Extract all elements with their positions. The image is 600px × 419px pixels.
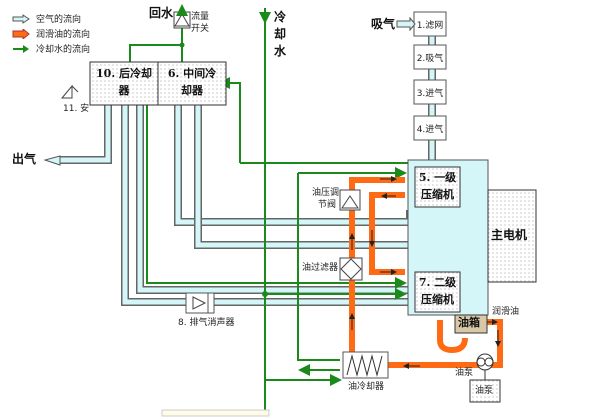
safety-valve-label: 11. 安 xyxy=(63,104,90,114)
water-flow-arrow-icon xyxy=(13,44,29,53)
oil-tank-label: 油箱 xyxy=(458,316,480,329)
oil-tank-box xyxy=(454,314,488,334)
after-cooler-label-1: 10. 后冷却 xyxy=(96,67,152,80)
oil-pump-box-label: 油泵 xyxy=(475,386,494,396)
after-cooler-label-2: 器 xyxy=(118,84,130,97)
intake-arrow-icon xyxy=(396,16,416,32)
legend-label: 润滑油的流向 xyxy=(36,30,91,40)
outlet-arrow-icon xyxy=(43,155,61,166)
cooling-water-label-3: 水 xyxy=(274,44,287,58)
oil-pressure-valve-icon xyxy=(339,189,361,211)
oil-pump-motor-box xyxy=(469,379,501,403)
intake-air-label: 吸气 xyxy=(371,17,396,31)
oil-cooler-icon xyxy=(342,351,389,379)
legend: 空气的流向 润滑油的流向 冷却水的流向 xyxy=(12,11,90,56)
lubricating-oil-label: 润滑油 xyxy=(492,307,520,317)
main-motor-box xyxy=(487,189,537,283)
oil-pump-label: 油泵 xyxy=(455,368,474,378)
legend-item-water: 冷却水的流向 xyxy=(12,41,90,56)
main-motor-label: 主电机 xyxy=(491,228,528,242)
intake-box-2 xyxy=(413,44,447,70)
flow-switch-label-1: 流量 xyxy=(191,12,210,22)
stage1-label-2: 压缩机 xyxy=(421,188,454,201)
oil-filter-icon xyxy=(339,257,363,281)
oil-filter-label: 油过滤器 xyxy=(302,263,339,273)
intake-2-label: 2.吸气 xyxy=(416,54,444,64)
oil-cooler-label: 油冷却器 xyxy=(348,382,385,392)
air-flow-arrow-icon xyxy=(12,13,30,24)
intake-box-3 xyxy=(413,79,447,105)
cooling-water-label-1: 冷 xyxy=(274,10,287,24)
oil-pressure-valve-label-1: 油压调 xyxy=(312,188,340,198)
exhaust-silencer-icon xyxy=(185,292,215,314)
intake-4-label: 4.进气 xyxy=(416,125,444,135)
stage2-label-1: 7. 二级 xyxy=(418,276,457,289)
flow-switch-label-2: 开关 xyxy=(191,24,210,34)
cooling-water-label-2: 却 xyxy=(274,27,287,41)
inter-cooler-box xyxy=(157,61,227,106)
intake-3-label: 3.进气 xyxy=(416,89,444,99)
safety-valve-icon xyxy=(60,84,79,99)
inter-cooler-label-1: 6. 中间冷 xyxy=(167,67,217,80)
oil-flow-arrow-icon xyxy=(12,28,30,39)
footer-strip xyxy=(161,409,270,417)
stage1-label-1: 5. 一级 xyxy=(418,171,457,184)
exhaust-silencer-label: 8. 排气消声器 xyxy=(178,318,235,328)
stage2-compressor-box xyxy=(414,271,461,313)
stage1-compressor-box xyxy=(414,166,461,208)
return-water-label: 回水 xyxy=(149,6,174,20)
outlet-air-label: 出气 xyxy=(12,152,37,166)
legend-item-oil: 润滑油的流向 xyxy=(12,26,90,41)
stage2-label-2: 压缩机 xyxy=(421,293,454,306)
inter-cooler-label-2: 却器 xyxy=(181,84,203,97)
oil-pressure-valve-label-2: 节阀 xyxy=(318,200,337,210)
legend-label: 冷却水的流向 xyxy=(36,45,91,55)
intake-box-4 xyxy=(413,115,447,141)
filter-label: 1.滤网 xyxy=(416,21,444,31)
legend-label: 空气的流向 xyxy=(36,15,82,25)
after-cooler-box xyxy=(89,61,159,106)
water-pipes xyxy=(129,8,410,410)
legend-item-air: 空气的流向 xyxy=(12,11,90,26)
